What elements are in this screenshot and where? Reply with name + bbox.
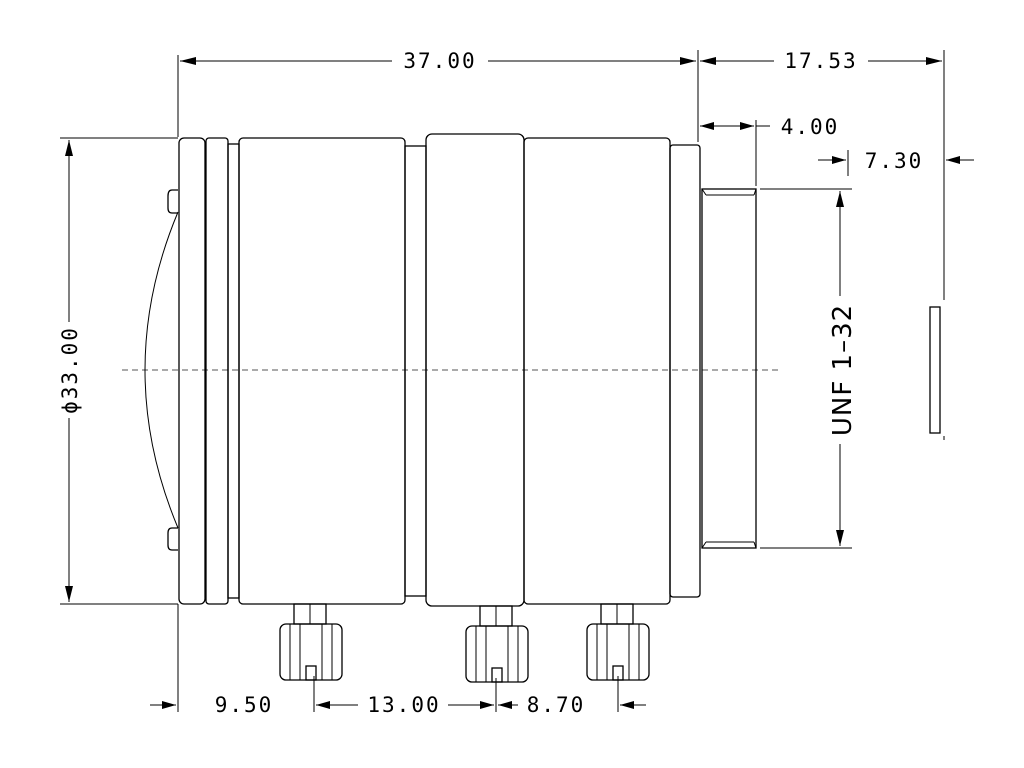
barrel-neck <box>404 145 427 597</box>
dim-screw-positions: 9.50 13.00 8.70 <box>150 693 646 717</box>
c-mount-thread <box>701 188 757 549</box>
dim-label-thread: UNF 1–32 <box>828 304 858 436</box>
sensor-plane <box>929 306 941 434</box>
front-lens-element <box>144 189 179 551</box>
dim-label-overall-length: 37.00 <box>403 49 476 73</box>
dim-label-mount-length: 4.00 <box>781 115 840 139</box>
lens-body <box>178 133 757 607</box>
dim-label-back-focus-offset: 7.30 <box>865 149 924 173</box>
rear-barrel <box>523 137 671 605</box>
dim-label-screw-pos-3: 8.70 <box>527 693 586 717</box>
extension-lines <box>60 50 945 712</box>
dim-label-screw-pos-2: 13.00 <box>367 693 440 717</box>
dim-flange-distance: 17.53 <box>700 49 942 73</box>
set-screw-1 <box>279 603 343 681</box>
dim-mount-length: 4.00 <box>700 115 840 139</box>
dim-label-diameter: ϕ33.00 <box>58 326 82 414</box>
set-screw-3 <box>586 603 650 681</box>
dim-back-focus-offset: 7.30 <box>818 149 974 173</box>
step-ring <box>227 143 240 599</box>
focus-barrel <box>238 137 406 605</box>
front-ring <box>205 137 229 605</box>
dim-label-screw-pos-1: 9.50 <box>215 693 274 717</box>
front-cap <box>178 137 206 605</box>
dim-thread: UNF 1–32 <box>828 191 858 546</box>
dim-overall-length: 37.00 <box>180 49 696 73</box>
rear-step <box>669 144 701 598</box>
set-screw-2 <box>465 605 529 683</box>
dim-label-flange-distance: 17.53 <box>784 49 857 73</box>
dim-diameter: ϕ33.00 <box>58 140 82 602</box>
